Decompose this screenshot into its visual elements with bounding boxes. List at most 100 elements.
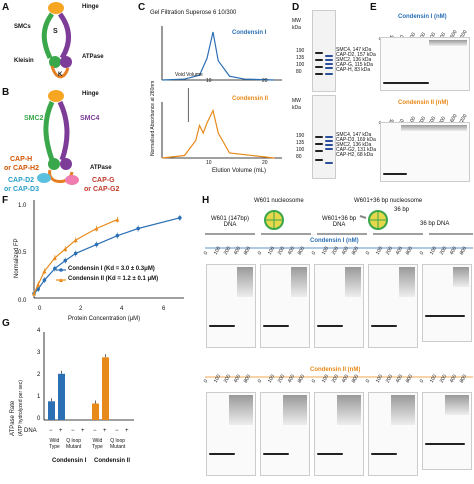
smc2-head [48,158,60,170]
h-concentration-label: 0 [256,250,264,256]
panel-label-c: C [138,2,146,13]
hinge-label-b: Hinge [82,91,99,97]
data-point [73,251,78,256]
g-cond-2: Condensin II [94,458,130,464]
atpase-bar [92,403,99,420]
g-ytick: 0 [37,416,41,422]
band-label: SMC4, 147 kDa [336,132,372,138]
h-concentration-label: 0 [310,378,318,384]
band-label: CAP-G, 115 kDa [336,62,373,68]
h-concentration-label: 0 [202,250,210,256]
h-concentration-label: 0 [418,378,426,384]
panel-label-g: G [2,318,10,329]
cap-h2-label: or CAP-H2 [4,165,40,172]
panel-label-a: A [2,2,10,13]
mw-marker: 100 [296,147,305,153]
series-line-1 [161,31,275,81]
fp-series-line-2 [33,219,118,294]
dna-sign: + [125,428,129,434]
hinge-shape-b [48,90,64,102]
nucleosome-icons [264,210,388,230]
band-label: SMC2, 136 kDa [336,57,372,63]
data-point [36,282,41,287]
smear [429,40,467,46]
sample-band [325,59,333,61]
data-point [63,258,68,263]
chart-g-ylabel: ATPase Rate [10,400,16,436]
chart-c-title: Gel Filtration Superose 6 10/300 [150,10,237,16]
mw-marker: 100 [296,62,305,68]
dna-label: DNA [24,428,37,434]
data-point [73,238,78,243]
mw-label-1: MW [292,18,301,24]
void-volume-label: Void Volume [175,72,203,78]
h-rule-2 [205,376,473,378]
mw-label-2: MW [292,98,301,104]
panel-label-b: B [2,87,10,98]
cap-d-shape [37,173,51,183]
h-w601-36-nucleosome: W601+36 bp nucleosome [354,198,423,204]
data-point [115,217,120,222]
band-label: CAP-D3, 169 kDa [336,137,376,143]
dna-sign: + [103,428,107,434]
chart-c-legend-1: Condensin I [232,30,267,36]
kda-label-2: kDa [292,105,301,111]
atpase-label-b: ATPase [90,165,112,171]
g-cond-1: Condensin I [52,458,87,464]
chart-c-tick-1: 10 [206,78,212,84]
gel-d-1 [312,10,336,92]
free-dna-band [425,315,465,317]
marker-band [315,66,323,68]
data-point [136,226,140,231]
h-concentration-label: 0 [202,378,210,384]
chart-f-legend-1: Condensin I (Kd = 3.0 ± 0.3μM) [68,266,155,272]
h-concentration-label: 0 [364,378,372,384]
gel-e-2 [380,122,470,182]
atpase-bar [48,401,55,420]
chart-c-ylabel: Normalised Absorbance at 280nm [150,80,156,156]
data-point [178,216,182,220]
f-xtick-0: 0 [38,306,42,312]
gel-e-1 [380,37,470,91]
smear [229,395,253,425]
cap-g-label: CAP-G [92,177,115,184]
marker-band [315,59,323,61]
kleisin-label: Kleisin [14,58,34,64]
free-dna-band [317,325,343,327]
mw-marker: 135 [296,55,305,61]
sample-band [325,144,333,146]
marker-band [315,52,323,54]
smear [391,395,415,425]
h-gel [260,264,310,348]
smc-arm-purple [57,12,71,60]
data-point [115,233,120,238]
data-point [53,266,57,271]
h-rule-1 [205,247,473,249]
f-ytick-0: 0.0 [18,298,27,304]
atpase-head-purple [60,56,72,68]
h-gel [314,392,364,476]
data-point [32,291,36,296]
atpase-bar [102,357,109,420]
smear [337,395,361,425]
h-gel [368,392,418,476]
dna-sign: + [59,428,63,434]
data-point [94,226,99,231]
data-point [52,255,57,260]
hinge-label: Hinge [82,4,99,10]
smear [399,267,415,297]
kleisin-shape-b [48,169,74,183]
data-point [42,269,47,274]
kleisin-shape [50,65,70,79]
free-dna-band [383,82,429,84]
sample-band [325,136,333,138]
marker-band [315,150,323,152]
h-gel [260,392,310,476]
h-concentration-label: 0 [310,250,318,256]
band-label: CAP-H2, 68 kDa [336,152,373,158]
